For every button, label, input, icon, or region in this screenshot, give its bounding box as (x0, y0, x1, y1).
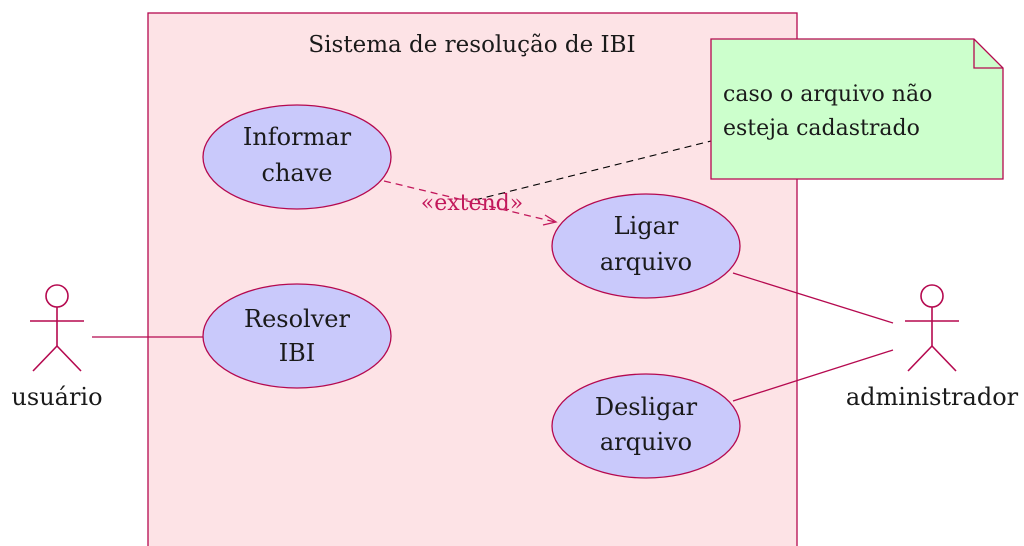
usecase-resolver-ibi-line2: IBI (279, 339, 316, 367)
extend-relation: «extend» (383, 180, 558, 226)
actor-administrador-figure-icon (905, 284, 959, 372)
usecase-desligar-arquivo: Desligar arquivo (551, 373, 741, 479)
note-line2: esteja cadastrado (723, 116, 920, 141)
usecase-resolver-ibi-ellipse (202, 283, 392, 389)
usecase-desligar-arquivo-line1: Desligar (595, 393, 698, 421)
note: caso o arquivo não esteja cadastrado (710, 38, 1004, 180)
note-box (710, 38, 1004, 180)
extend-arrow-head (542, 214, 558, 226)
note-line1: caso o arquivo não (723, 82, 932, 107)
usecase-informar-chave: Informar chave (202, 104, 392, 210)
actor-administrador: administrador (846, 284, 1019, 411)
actor-administrador-label: administrador (846, 383, 1019, 411)
actor-usuario-figure-icon (30, 284, 84, 372)
usecase-informar-chave-ellipse (202, 104, 392, 210)
usecase-desligar-arquivo-ellipse (551, 373, 741, 479)
note-connector (474, 140, 712, 201)
usecase-ligar-arquivo: Ligar arquivo (551, 193, 741, 299)
actor-usuario-label: usuário (11, 383, 102, 411)
note-fold-corner (973, 39, 1003, 69)
association-administrador-ligar-arquivo (732, 272, 894, 324)
actor-usuario: usuário (11, 284, 103, 411)
usecase-resolver-ibi-line1: Resolver (244, 305, 350, 333)
usecase-ligar-arquivo-ellipse (551, 193, 741, 299)
extend-label: «extend» (421, 191, 523, 216)
extend-arrow-line (383, 180, 556, 223)
usecase-ligar-arquivo-line2: arquivo (600, 248, 692, 276)
association-administrador-desligar-arquivo (732, 349, 894, 402)
usecase-resolver-ibi: Resolver IBI (202, 283, 392, 389)
usecase-informar-chave-line1: Informar (243, 123, 352, 151)
system-title: Sistema de resolução de IBI (308, 32, 635, 58)
usecase-informar-chave-line2: chave (262, 159, 333, 187)
usecase-ligar-arquivo-line1: Ligar (614, 212, 679, 240)
usecase-desligar-arquivo-line2: arquivo (600, 428, 692, 456)
